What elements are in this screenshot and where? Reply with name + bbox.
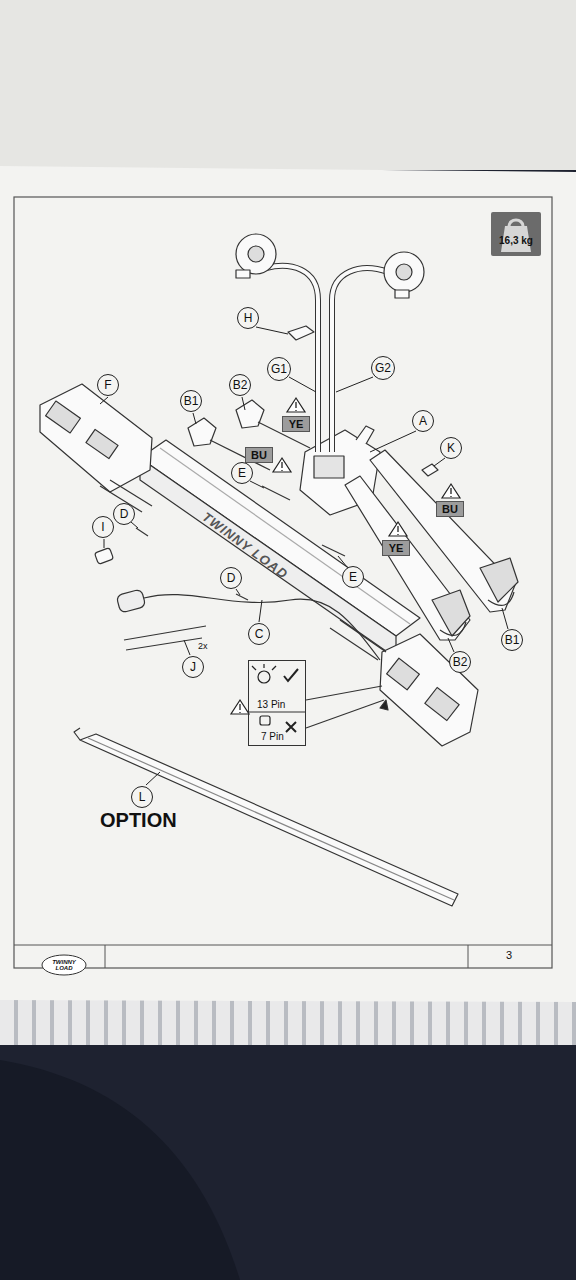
callout-text: C [255, 627, 264, 641]
callout-letter: A [412, 410, 434, 432]
callout-letter: H [237, 307, 259, 329]
callout-text: A [419, 414, 427, 428]
callout-text: J [190, 660, 196, 674]
callout-text: E [238, 466, 246, 480]
color-code: YE [389, 542, 404, 554]
callout-text: G2 [375, 361, 391, 375]
color-tag: YE [382, 540, 410, 556]
callout-text: D [227, 571, 236, 585]
callout-text: F [104, 378, 111, 392]
callout-text: H [244, 311, 253, 325]
callout-text: L [139, 790, 146, 804]
page-number: 3 [506, 949, 512, 961]
callout-letter: K [440, 437, 462, 459]
callout-letter: D [113, 503, 135, 525]
color-tag: YE [282, 416, 310, 432]
weight-badge: 16,3 kg [499, 228, 533, 254]
callout-text: K [447, 441, 455, 455]
pin-label: 7 Pin [261, 731, 284, 742]
callout-letter: J [182, 656, 204, 678]
callout-text: B1 [184, 394, 199, 408]
callout-letter: C [248, 623, 270, 645]
callout-letter: L [131, 786, 153, 808]
callout-text: B1 [505, 633, 520, 647]
color-code: BU [442, 503, 458, 515]
color-code: BU [251, 449, 267, 461]
option-note: OPTION [100, 809, 177, 832]
color-tag: BU [436, 501, 464, 517]
callout-letter: E [231, 462, 253, 484]
brand-logo: TWINNY LOAD [47, 959, 81, 971]
pin-label: 13 Pin [257, 699, 285, 710]
weight-text: 16,3 kg [499, 236, 533, 247]
callout-text: D [120, 507, 129, 521]
connector-note-box: 13 Pin 7 Pin [248, 660, 306, 746]
callout-letter: E [342, 566, 364, 588]
callout-letter: G2 [371, 356, 395, 380]
callout-letter: F [97, 374, 119, 396]
callout-text: B2 [233, 378, 248, 392]
quantity-note: 2x [198, 641, 208, 651]
callout-text: I [101, 520, 104, 534]
callout-letter: G1 [267, 357, 291, 381]
callout-text: G1 [271, 362, 287, 376]
callout-text: B2 [453, 655, 468, 669]
callout-letter: I [92, 516, 114, 538]
color-code: YE [289, 418, 304, 430]
color-tag: BU [245, 447, 273, 463]
callout-letter: D [220, 567, 242, 589]
callout-text: E [349, 570, 357, 584]
